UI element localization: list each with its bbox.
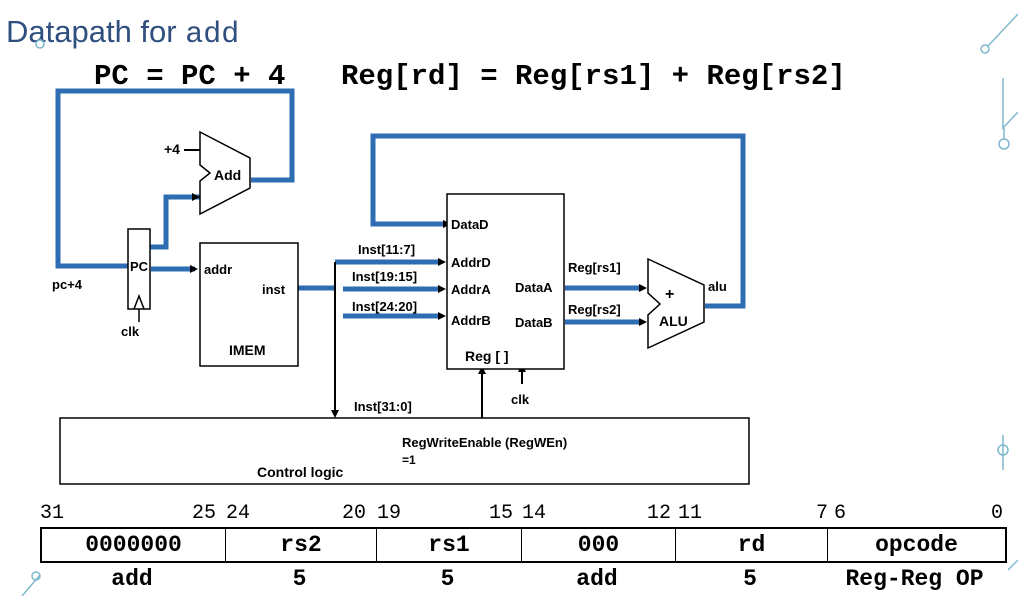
alu-label: ALU	[659, 313, 688, 329]
imem-block	[199, 242, 299, 367]
bit-number: 7	[815, 502, 828, 525]
inst-11-7-label: Inst[11:7]	[358, 242, 415, 257]
bit-number: 0	[990, 502, 1003, 525]
page-title: Datapath for add	[6, 14, 239, 52]
adder-label: Add	[214, 167, 241, 183]
datad-label: DataD	[451, 217, 489, 232]
inst-24-20-label: Inst[24:20]	[352, 299, 417, 314]
bit-number: 24	[226, 502, 251, 525]
rd-cell: rd	[676, 529, 828, 561]
bit-number: 6	[834, 502, 847, 525]
pc-plus4-loop-wire	[55, 88, 295, 269]
rs2-cell: rs2	[226, 529, 377, 561]
imem-label: IMEM	[229, 342, 266, 358]
datab-label: DataB	[515, 315, 553, 330]
reg-rs1-label: Reg[rs1]	[568, 260, 621, 275]
alu-block	[647, 257, 705, 350]
funct7-meaning: add	[111, 566, 153, 592]
bit-number: 11	[678, 502, 703, 525]
plus4-label: +4	[164, 141, 180, 157]
rs1-meaning: 5	[440, 566, 455, 592]
register-file	[446, 193, 565, 370]
pc-adder	[199, 130, 251, 216]
alu-writeback-wire	[370, 133, 746, 309]
rd-meaning: 5	[743, 566, 757, 592]
title-code: add	[185, 18, 240, 52]
title-text: Datapath for	[6, 14, 186, 49]
bit-number: 31	[40, 502, 65, 525]
decor-circuit-lines	[21, 13, 1018, 596]
funct3-cell: 000	[522, 529, 676, 561]
instruction-meaning-row: add 5 5 add 5 Reg-Reg OP	[40, 564, 1007, 594]
dataa-label: DataA	[515, 280, 553, 295]
control-logic-label: Control logic	[257, 464, 344, 480]
pc-equation: PC = PC + 4	[94, 60, 286, 93]
control-wires	[184, 149, 523, 418]
regfile-label: Reg [ ]	[465, 348, 509, 364]
imem-addr-label: addr	[204, 262, 232, 277]
inst-19-15-label: Inst[19:15]	[352, 269, 417, 284]
bit-number: 14	[522, 502, 547, 525]
addrd-label: AddrD	[451, 255, 491, 270]
alu-plus-label: +	[665, 286, 674, 303]
control-logic-box	[59, 417, 750, 485]
pc-label: PC	[130, 259, 149, 274]
addrb-label: AddrB	[451, 313, 491, 328]
pc-to-adder-wire	[145, 194, 200, 250]
bit-number: 25	[191, 502, 216, 525]
rs1-cell: rs1	[377, 529, 522, 561]
pc-clk-label: clk	[121, 324, 140, 339]
opcode-cell: opcode	[875, 532, 958, 558]
alu-out-label: alu	[708, 279, 727, 294]
opcode-meaning: Reg-Reg OP	[845, 566, 984, 592]
funct3-meaning: add	[576, 566, 618, 592]
reg-rs2-label: Reg[rs2]	[568, 302, 621, 317]
addra-label: AddrA	[451, 282, 491, 297]
reg-equation: Reg[rd] = Reg[rs1] + Reg[rs2]	[341, 60, 846, 93]
datapath-wires	[55, 88, 746, 325]
instruction-format-table: 0000000 rs2 rs1 000 rd opcode	[40, 527, 1007, 563]
funct7-cell: 0000000	[42, 529, 226, 561]
bit-number: 20	[341, 502, 366, 525]
reg-clk-label: clk	[511, 392, 530, 407]
pc-clk-triangle	[133, 293, 145, 310]
pc-plus4-label: pc+4	[52, 277, 83, 292]
bit-number: 19	[377, 502, 402, 525]
regwen-value-label: =1	[402, 453, 416, 467]
inst-31-0-label: Inst[31:0]	[354, 399, 412, 414]
bit-number: 15	[488, 502, 513, 525]
bit-number: 12	[646, 502, 671, 525]
regwen-label: RegWriteEnable (RegWEn)	[402, 435, 567, 450]
rs2-meaning: 5	[292, 566, 307, 592]
imem-inst-label: inst	[262, 282, 286, 297]
